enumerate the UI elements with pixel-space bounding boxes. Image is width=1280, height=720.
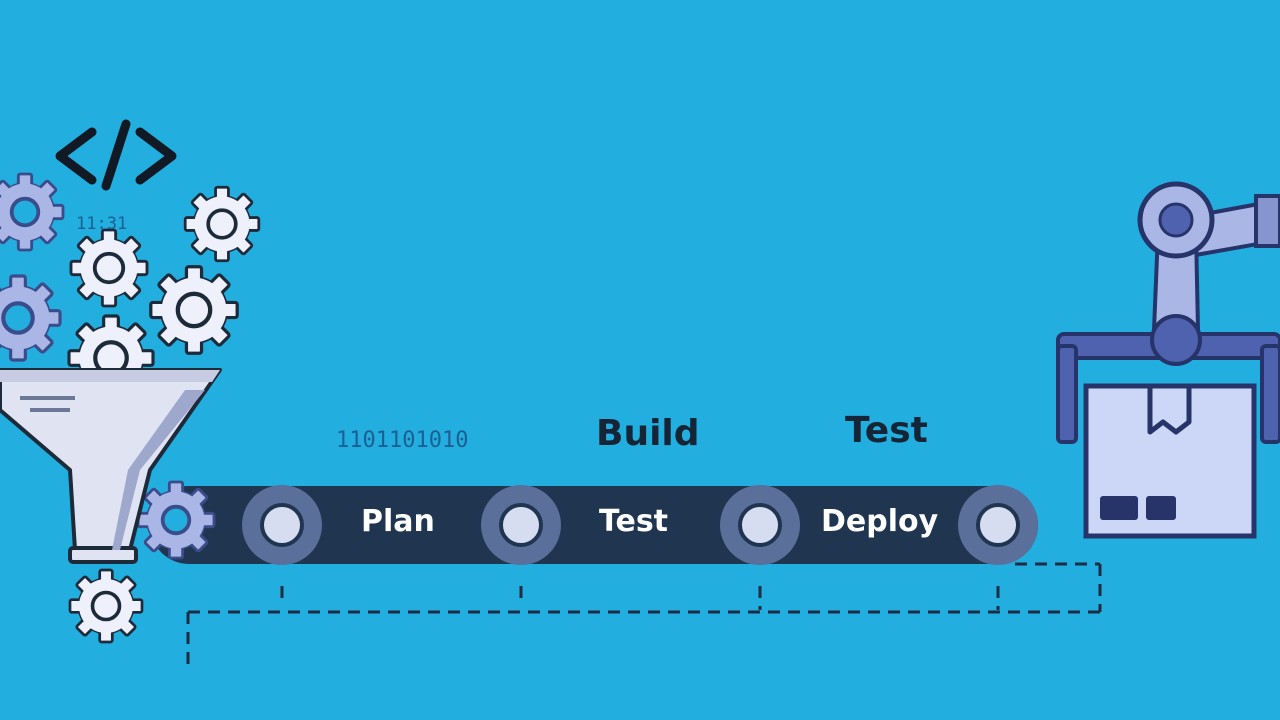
gear-icon: [151, 267, 237, 353]
belt-roller: [720, 485, 800, 565]
dashed-lines: [186, 562, 1102, 672]
belt-label-test: Test: [599, 504, 669, 539]
stage-test-label: Test: [845, 410, 928, 451]
gear-icon: [0, 172, 65, 252]
belt-label-deploy: Deploy: [821, 504, 939, 539]
belt-roller: [242, 485, 322, 565]
belt-roller: [481, 485, 561, 565]
belt-roller: [958, 485, 1038, 565]
conveyor-belt: [136, 480, 1038, 565]
stage-build-label: Build: [596, 413, 700, 454]
robot-arm-icon: [1056, 181, 1280, 444]
belt-label-plan: Plan: [361, 504, 435, 539]
gear-icon: [183, 185, 261, 263]
package-icon: [1083, 383, 1257, 539]
binary-small: 11:31: [76, 214, 128, 234]
binary-belt: 1101101010: [336, 428, 469, 453]
funnel-icon: [0, 368, 222, 564]
gear-icon: [68, 568, 144, 644]
code-icon: [55, 119, 177, 191]
gear-icon: [0, 276, 60, 360]
gear-icon: [69, 228, 149, 308]
